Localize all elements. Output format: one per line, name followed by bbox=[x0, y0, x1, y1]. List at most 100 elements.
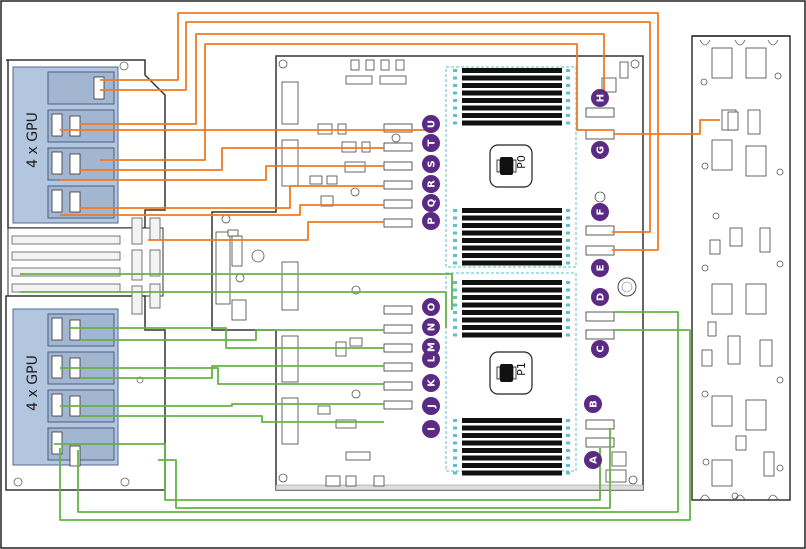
dimm-latch bbox=[453, 231, 457, 235]
badge-g bbox=[591, 141, 609, 159]
dimm-latch bbox=[453, 99, 457, 102]
dimm-latch bbox=[453, 281, 457, 284]
orange-cable bbox=[100, 43, 612, 161]
badge-p bbox=[422, 212, 440, 230]
dimm-slot bbox=[462, 470, 562, 476]
dimm-slot bbox=[462, 463, 562, 468]
dimm-latch bbox=[453, 76, 457, 80]
dimm-slot bbox=[462, 418, 562, 423]
battery bbox=[617, 277, 637, 297]
dimm-latch bbox=[453, 239, 457, 242]
dimm-slot bbox=[462, 317, 562, 323]
dimm-latch bbox=[566, 288, 570, 292]
dimm-latch bbox=[566, 121, 570, 125]
orange-cable bbox=[60, 204, 384, 216]
dimm-slot bbox=[462, 253, 562, 258]
badge-o bbox=[422, 298, 440, 316]
green-cables bbox=[20, 273, 691, 521]
pcie-connectors-right bbox=[585, 107, 615, 448]
dimm-latch bbox=[566, 311, 570, 314]
dimm-latch bbox=[566, 69, 570, 72]
dimm-latch bbox=[566, 209, 570, 212]
dimm-latch bbox=[566, 449, 570, 452]
dimm-latch bbox=[566, 246, 570, 250]
badge-label: F bbox=[596, 209, 607, 216]
orange-cable bbox=[80, 147, 384, 171]
dimm-latch bbox=[453, 464, 457, 467]
dimm-latch bbox=[453, 254, 457, 257]
dimm-slot bbox=[462, 68, 562, 73]
badge-t bbox=[422, 134, 440, 152]
dimm-latch bbox=[453, 318, 457, 322]
dimm-latch bbox=[453, 419, 457, 422]
orange-cable bbox=[100, 21, 651, 233]
dimm-slot bbox=[462, 433, 562, 438]
badge-n bbox=[422, 318, 440, 336]
cpu-p0-label: P0 bbox=[515, 155, 528, 169]
dimm-latch bbox=[453, 84, 457, 87]
badge-label: G bbox=[596, 146, 607, 154]
dimm-latch bbox=[453, 216, 457, 220]
badge-label: P bbox=[427, 217, 438, 224]
dimm-slot bbox=[462, 325, 562, 330]
dimm-slot bbox=[462, 215, 562, 221]
green-cable bbox=[80, 329, 384, 341]
dimm-slot bbox=[462, 83, 562, 88]
badge-r bbox=[422, 175, 440, 193]
dimm-latch bbox=[566, 326, 570, 329]
gpu-tray-bottom-label: 4 x GPU bbox=[25, 355, 41, 411]
dimm-latch bbox=[566, 91, 570, 95]
dimm-latch bbox=[566, 456, 570, 460]
dimm-latch bbox=[566, 419, 570, 422]
dimm-latch bbox=[453, 311, 457, 314]
green-cable bbox=[80, 415, 384, 423]
dimm-latch bbox=[453, 106, 457, 110]
badge-label: S bbox=[427, 160, 438, 167]
orange-cable bbox=[614, 119, 720, 135]
badge-label: O bbox=[427, 303, 438, 312]
orange-cable bbox=[100, 12, 659, 251]
dimm-slot bbox=[462, 223, 562, 228]
dimm-latch bbox=[566, 84, 570, 87]
dimm-slot bbox=[462, 310, 562, 315]
dimm-slot bbox=[462, 208, 562, 213]
dimm-latch bbox=[453, 333, 457, 337]
green-cable bbox=[60, 403, 384, 407]
dimm-latch bbox=[453, 246, 457, 250]
dimm-latch bbox=[453, 456, 457, 460]
dimm-latch bbox=[453, 426, 457, 430]
dimm-slot bbox=[462, 105, 562, 111]
green-cable bbox=[80, 365, 384, 379]
dimm-latch bbox=[566, 99, 570, 102]
badge-label: J bbox=[427, 404, 438, 409]
gpu-tray-top-label: 4 x GPU bbox=[25, 112, 41, 168]
badge-c bbox=[591, 340, 609, 358]
badge-label: U bbox=[427, 120, 438, 128]
badge-label: Q bbox=[427, 199, 438, 208]
pcie-connectors-left bbox=[383, 123, 413, 410]
dimm-slot bbox=[462, 260, 562, 266]
dimm-slot bbox=[462, 455, 562, 461]
dimm-latch bbox=[453, 209, 457, 212]
dimm-latch bbox=[566, 224, 570, 227]
green-cable bbox=[77, 311, 679, 513]
green-cable bbox=[54, 443, 601, 501]
green-cable bbox=[20, 291, 447, 328]
orange-cable bbox=[80, 33, 605, 125]
dimm-latch bbox=[453, 471, 457, 475]
green-cable bbox=[59, 329, 691, 521]
badge-e bbox=[591, 259, 609, 277]
badge-h bbox=[591, 89, 609, 107]
dimm-latch bbox=[566, 434, 570, 437]
dimm-latch bbox=[566, 441, 570, 445]
dimm-slot bbox=[462, 90, 562, 96]
dimm-slot bbox=[462, 425, 562, 431]
badge-label: M bbox=[427, 342, 438, 352]
orange-cable bbox=[80, 185, 384, 209]
dimm-slot bbox=[462, 238, 562, 243]
green-cable bbox=[158, 428, 611, 509]
badge-label: K bbox=[427, 378, 438, 387]
dimm-slot bbox=[462, 280, 562, 285]
dimm-latch bbox=[566, 296, 570, 299]
dimm-latch bbox=[566, 471, 570, 475]
